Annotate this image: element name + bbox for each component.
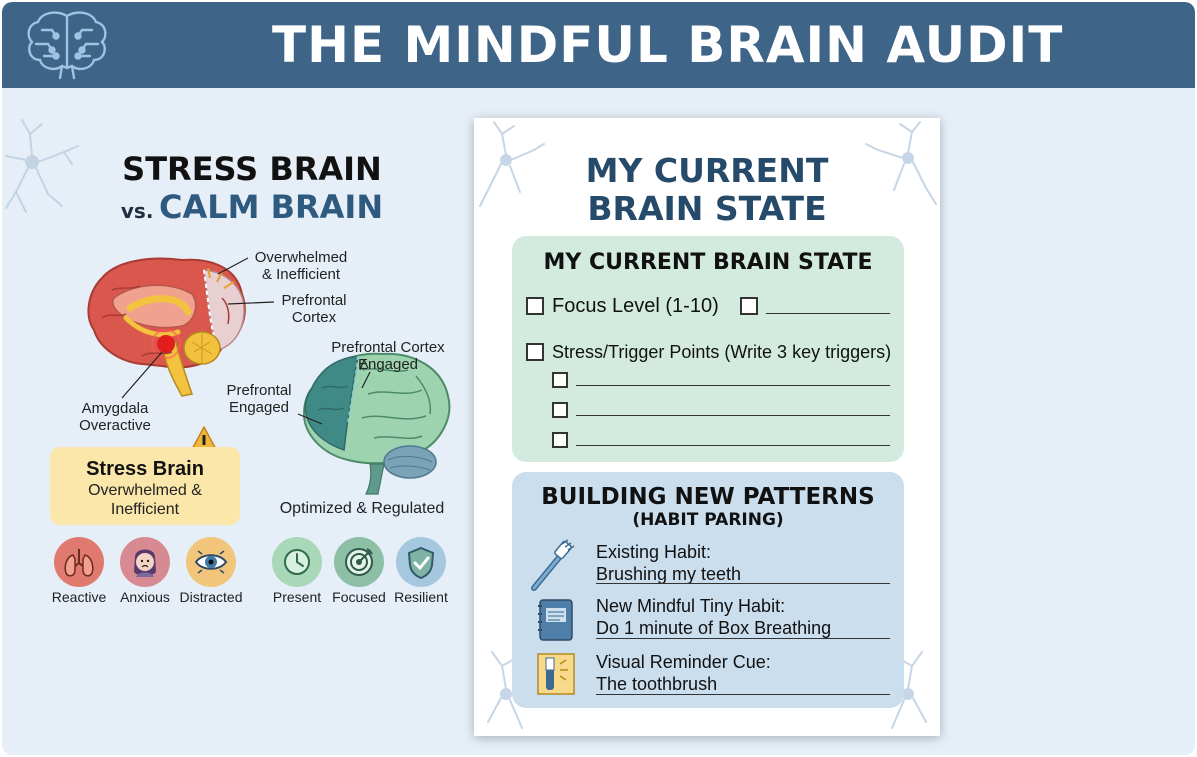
focus-level-label: Focus Level (1-10) [552, 295, 719, 317]
brain-comparison-illustration [87, 257, 451, 495]
neuron-decoration-icon [865, 121, 937, 205]
comparison-title: STRESS BRAIN vs. CALM BRAIN [102, 150, 402, 232]
cortex-engaged-label: Prefrontal Cortex Engaged [331, 339, 445, 373]
reminder-cue-value[interactable]: The toothbrush [596, 674, 718, 694]
stress-brain-illustration [87, 257, 275, 399]
prefrontal-engaged-label: Prefrontal Engaged [226, 382, 292, 416]
trigger-1-checkbox[interactable] [552, 372, 568, 388]
neuron-decoration-icon [5, 119, 79, 213]
focus-level-checkbox[interactable] [526, 297, 544, 315]
trigger-2-checkbox[interactable] [552, 402, 568, 418]
amygdala-label: Amygdala Overactive [79, 400, 151, 434]
reactive-label: Reactive [51, 589, 107, 605]
distracted-label: Distracted [179, 589, 243, 605]
mindful-habit-value[interactable]: Do 1 minute of Box Breathing [596, 618, 832, 638]
optimized-label: Optimized & Regulated [279, 500, 445, 517]
clock-icon [284, 549, 310, 575]
brain-circuit-icon [27, 11, 107, 80]
stress-box-title: Stress Brain [86, 458, 204, 480]
brain-state-heading: MY CURRENT BRAIN STATE [543, 250, 873, 275]
toothbrush-cue-icon [537, 653, 575, 695]
new-patterns-panel: BUILDING NEW PATTERNS (HABIT PARING) Exi… [512, 472, 904, 708]
eye-icon [194, 550, 228, 574]
vs-label: vs. [120, 199, 154, 223]
existing-habit-line [596, 583, 890, 584]
header-bar: THE MINDFUL BRAIN AUDIT [2, 2, 1195, 88]
present-badge [272, 537, 322, 587]
shield-check-icon [407, 546, 435, 580]
stress-brain-box: Stress Brain Overwhelmed & Inefficient [50, 447, 240, 525]
mindful-habit-label: New Mindful Tiny Habit: [596, 596, 786, 616]
distracted-badge [186, 537, 236, 587]
focus-level-input-line[interactable] [766, 313, 890, 314]
new-patterns-heading: BUILDING NEW PATTERNS [541, 484, 875, 510]
lungs-icon [64, 549, 94, 577]
stress-brain-heading: STRESS BRAIN [122, 150, 382, 188]
mindful-habit-line [596, 638, 890, 639]
reactive-badge [54, 537, 104, 587]
anxious-badge [120, 537, 170, 587]
page-title: THE MINDFUL BRAIN AUDIT [272, 16, 1064, 74]
trigger-3-checkbox[interactable] [552, 432, 568, 448]
brain-state-panel: MY CURRENT BRAIN STATE Focus Level (1-10… [512, 236, 904, 462]
existing-habit-value[interactable]: Brushing my teeth [596, 564, 742, 584]
focused-badge [334, 537, 384, 587]
toothbrush-icon [531, 539, 575, 591]
resilient-label: Resilient [394, 589, 448, 605]
trigger-2-input-line[interactable] [576, 415, 890, 416]
calm-brain-heading: CALM BRAIN [159, 188, 384, 226]
anxious-label: Anxious [120, 589, 170, 605]
stress-box-subtitle: Overwhelmed & Inefficient [88, 482, 202, 518]
focused-label: Focused [332, 589, 386, 605]
overwhelmed-label: Overwhelmed & Inefficient [254, 249, 348, 283]
present-label: Present [272, 589, 322, 605]
target-icon [345, 548, 373, 576]
worksheet-card: MY CURRENT BRAIN STATE MY CURRENT BRAIN … [474, 118, 940, 736]
reminder-cue-line [596, 694, 890, 695]
habit-paring-subheading: (HABIT PARING) [632, 510, 784, 530]
focus-value-checkbox[interactable] [740, 297, 758, 315]
prefrontal-cortex-label: Prefrontal Cortex [281, 292, 347, 326]
neuron-decoration-icon [479, 121, 545, 207]
triggers-checkbox[interactable] [526, 343, 544, 361]
trigger-1-input-line[interactable] [576, 385, 890, 386]
resilient-badge [396, 537, 446, 587]
notebook-icon [538, 599, 573, 641]
neuron-decoration-icon [877, 651, 927, 729]
worksheet-title: MY CURRENT BRAIN STATE [585, 151, 829, 228]
existing-habit-label: Existing Habit: [596, 542, 712, 562]
triggers-label: Stress/Trigger Points (Write 3 key trigg… [552, 342, 892, 362]
reminder-cue-label: Visual Reminder Cue: [596, 652, 771, 672]
calm-brain-illustration [297, 352, 451, 495]
anxious-face-icon [134, 549, 156, 577]
trigger-3-input-line[interactable] [576, 445, 890, 446]
